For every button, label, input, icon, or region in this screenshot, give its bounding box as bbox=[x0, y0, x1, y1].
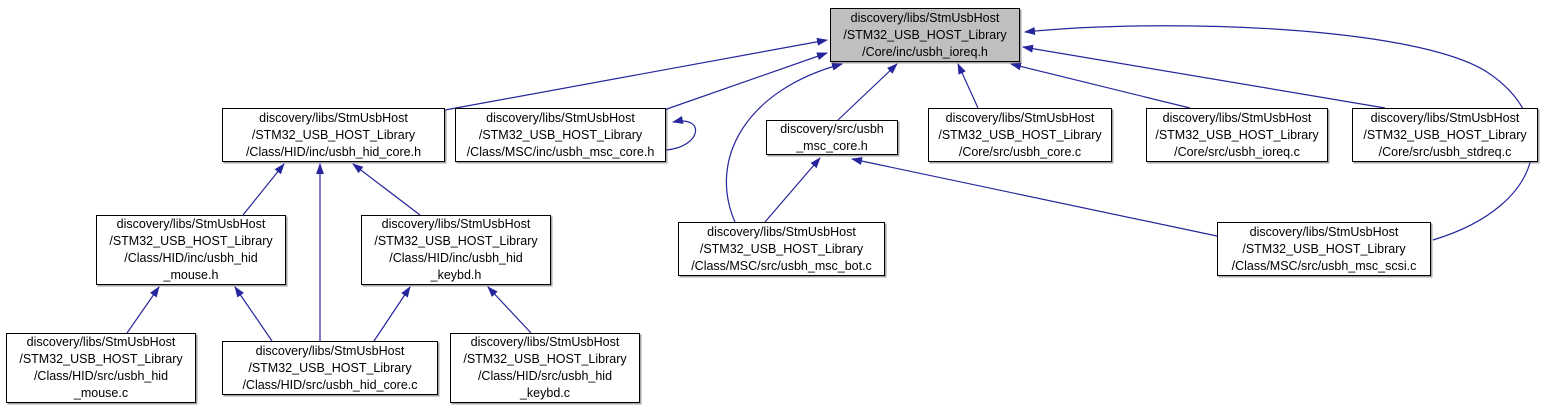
edge-usbh-msc-scsi-c-to-src-usbh-msc-core-h bbox=[851, 157, 1218, 237]
graph-node-label: discovery/src/usbh _msc_core.h bbox=[780, 121, 884, 153]
edge-usbh-hid-keybd-h-to-usbh-hid-core-h bbox=[352, 163, 421, 216]
edge-usbh-hid-core-h-to-usbh-ioreq-h bbox=[444, 37, 828, 111]
edge-usbh-stdreq-c-to-usbh-ioreq-h bbox=[1022, 44, 1386, 109]
graph-node-label: discovery/libs/StmUsbHost /STM32_USB_HOS… bbox=[938, 110, 1102, 159]
edge-usbh-msc-core-h-to-usbh-ioreq-h bbox=[663, 52, 828, 111]
graph-node-usbh-hid-core-h[interactable]: discovery/libs/StmUsbHost /STM32_USB_HOS… bbox=[222, 108, 445, 162]
graph-node-label: discovery/libs/StmUsbHost /STM32_USB_HOS… bbox=[463, 335, 627, 400]
edge-src-usbh-msc-core-h-to-usbh-ioreq-h bbox=[837, 63, 898, 121]
graph-node-src-usbh-msc-core-h[interactable]: discovery/src/usbh _msc_core.h bbox=[766, 120, 898, 155]
graph-node-label: discovery/libs/StmUsbHost /STM32_USB_HOS… bbox=[1155, 110, 1319, 159]
graph-node-usbh-core-c[interactable]: discovery/libs/StmUsbHost /STM32_USB_HOS… bbox=[928, 108, 1112, 162]
graph-node-label: discovery/libs/StmUsbHost /STM32_USB_HOS… bbox=[19, 335, 183, 400]
graph-node-usbh-msc-scsi-c[interactable]: discovery/libs/StmUsbHost /STM32_USB_HOS… bbox=[1217, 222, 1431, 276]
graph-node-label: discovery/libs/StmUsbHost /STM32_USB_HOS… bbox=[691, 224, 872, 273]
edge-usbh-msc-scsi-c-to-usbh-ioreq-h bbox=[1024, 25, 1534, 241]
graph-node-usbh-stdreq-c[interactable]: discovery/libs/StmUsbHost /STM32_USB_HOS… bbox=[1352, 108, 1538, 162]
edge-usbh-hid-core-c-to-usbh-hid-mouse-h bbox=[234, 286, 273, 342]
graph-node-usbh-ioreq-h: discovery/libs/StmUsbHost /STM32_USB_HOS… bbox=[830, 8, 1020, 62]
graph-node-usbh-hid-mouse-h[interactable]: discovery/libs/StmUsbHost /STM32_USB_HOS… bbox=[96, 215, 286, 285]
edge-usbh-hid-keybd-c-to-usbh-hid-keybd-h bbox=[487, 286, 532, 334]
edge-usbh-core-c-to-usbh-ioreq-h bbox=[957, 63, 979, 109]
edge-usbh-ioreq-c-to-usbh-ioreq-h bbox=[1010, 62, 1191, 109]
graph-node-label: discovery/libs/StmUsbHost /STM32_USB_HOS… bbox=[374, 217, 538, 282]
graph-node-usbh-hid-core-c[interactable]: discovery/libs/StmUsbHost /STM32_USB_HOS… bbox=[222, 341, 438, 395]
edge-usbh-msc-core-h-to-usbh-msc-core-h bbox=[665, 116, 697, 151]
edge-usbh-hid-mouse-h-to-usbh-hid-core-h bbox=[242, 163, 285, 216]
graph-node-label: discovery/libs/StmUsbHost /STM32_USB_HOS… bbox=[1363, 110, 1527, 159]
graph-node-usbh-hid-keybd-c[interactable]: discovery/libs/StmUsbHost /STM32_USB_HOS… bbox=[450, 333, 640, 403]
graph-node-label: discovery/libs/StmUsbHost /STM32_USB_HOS… bbox=[242, 343, 418, 392]
edge-usbh-hid-mouse-c-to-usbh-hid-mouse-h bbox=[126, 286, 160, 334]
graph-node-usbh-ioreq-c[interactable]: discovery/libs/StmUsbHost /STM32_USB_HOS… bbox=[1146, 108, 1328, 162]
graph-node-usbh-hid-keybd-h[interactable]: discovery/libs/StmUsbHost /STM32_USB_HOS… bbox=[361, 215, 551, 285]
graph-node-usbh-hid-mouse-c[interactable]: discovery/libs/StmUsbHost /STM32_USB_HOS… bbox=[6, 333, 196, 403]
edge-usbh-hid-core-c-to-usbh-hid-keybd-h bbox=[373, 286, 411, 342]
edge-usbh-msc-bot-c-to-src-usbh-msc-core-h bbox=[764, 157, 821, 223]
graph-node-usbh-msc-core-h[interactable]: discovery/libs/StmUsbHost /STM32_USB_HOS… bbox=[455, 108, 666, 162]
graph-node-label: discovery/libs/StmUsbHost /STM32_USB_HOS… bbox=[245, 110, 422, 159]
graph-node-label: discovery/libs/StmUsbHost /STM32_USB_HOS… bbox=[1231, 224, 1417, 273]
edge-usbh-msc-bot-c-to-usbh-ioreq-h bbox=[725, 62, 843, 223]
graph-node-label: discovery/libs/StmUsbHost /STM32_USB_HOS… bbox=[466, 110, 655, 159]
graph-node-label: discovery/libs/StmUsbHost /STM32_USB_HOS… bbox=[843, 10, 1007, 59]
graph-node-label: discovery/libs/StmUsbHost /STM32_USB_HOS… bbox=[109, 217, 273, 282]
graph-node-usbh-msc-bot-c[interactable]: discovery/libs/StmUsbHost /STM32_USB_HOS… bbox=[678, 222, 885, 276]
